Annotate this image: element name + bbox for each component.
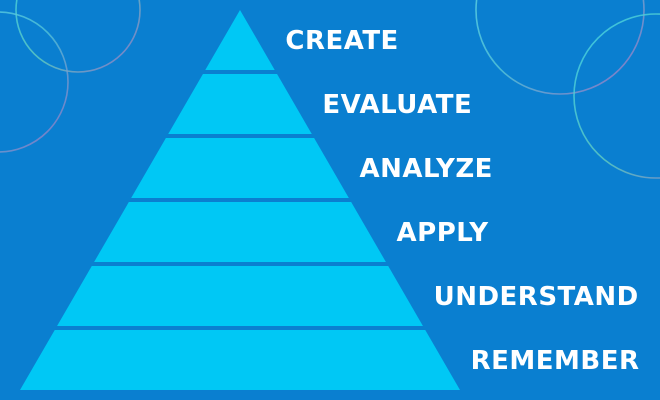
pyramid-tier-apply	[94, 202, 386, 262]
level-label-understand: UNDERSTAND	[434, 282, 639, 312]
pyramid-tiers	[20, 10, 460, 390]
level-label-apply: APPLY	[397, 218, 490, 248]
decorative-ring-icon	[15, 0, 141, 73]
pyramid-tier-create	[205, 10, 275, 70]
decorative-ring-icon	[475, 0, 645, 95]
pyramid-labels: CREATE EVALUATE ANALYZE APPLY UNDERSTAND REME…	[285, 26, 639, 376]
decorative-ring-icon	[573, 13, 660, 179]
level-label-create: CREATE	[285, 26, 398, 56]
level-label-remember: REMEMBER	[471, 346, 640, 376]
pyramid-tier-understand	[57, 266, 423, 326]
level-label-analyze: ANALYZE	[359, 154, 492, 184]
pyramid-tier-analyze	[131, 138, 349, 198]
decorative-ring-icon	[0, 11, 69, 153]
level-label-evaluate: EVALUATE	[322, 90, 472, 120]
pyramid-tier-evaluate	[168, 74, 312, 134]
decorative-rings	[0, 0, 660, 179]
pyramid-tier-remember	[20, 330, 460, 390]
